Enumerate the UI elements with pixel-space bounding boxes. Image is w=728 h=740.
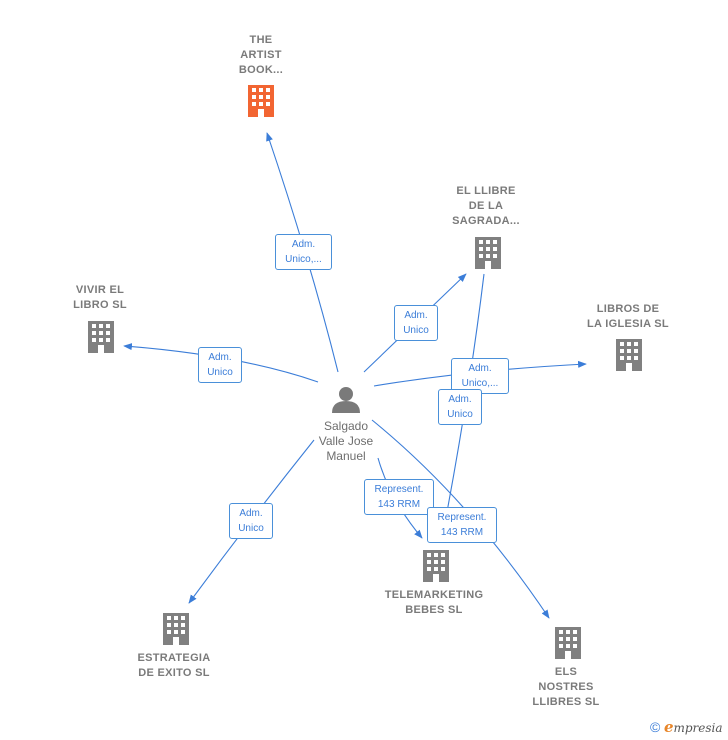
person-icon (332, 387, 360, 413)
relation-label-nostres-rep[interactable]: Represent. 143 RRM (427, 507, 497, 543)
person-name[interactable]: Salgado Valle Jose Manuel (318, 419, 374, 463)
building-icon (423, 550, 449, 582)
building-icon (616, 339, 642, 371)
company-label-nostres[interactable]: ELS NOSTRES LLIBRES SL (532, 666, 600, 708)
company-label-tele[interactable]: TELEMARKETING BEBES SL (384, 589, 484, 616)
relation-label-iglesia[interactable]: Adm. Unico,... (451, 358, 509, 394)
building-icon (248, 85, 274, 117)
footer-brand: © empresia (650, 718, 723, 736)
building-icon (163, 613, 189, 645)
relation-label-tele-rep[interactable]: Represent. 143 RRM (364, 479, 434, 515)
company-label-vivir[interactable]: VIVIR EL LIBRO SL (73, 284, 127, 311)
copyright-icon: © (650, 719, 661, 735)
relation-label-tele-adm[interactable]: Adm. Unico (438, 389, 482, 425)
relation-label-llibre[interactable]: Adm. Unico (394, 305, 438, 341)
empresia-logo: empresia (663, 718, 723, 736)
building-icon (88, 321, 114, 353)
relation-label-exito[interactable]: Adm. Unico (229, 503, 273, 539)
company-label-exito[interactable]: ESTRATEGIA DE EXITO SL (137, 652, 211, 679)
relation-label-vivir[interactable]: Adm. Unico (198, 347, 242, 383)
company-label-iglesia[interactable]: LIBROS DE LA IGLESIA SL (587, 303, 669, 330)
building-icon (555, 627, 581, 659)
company-label-artist[interactable]: THE ARTIST BOOK... (238, 34, 284, 76)
relation-label-artist[interactable]: Adm. Unico,... (275, 234, 332, 270)
company-label-llibre[interactable]: EL LLIBRE DE LA SAGRADA... (452, 185, 520, 227)
building-icon (475, 237, 501, 269)
